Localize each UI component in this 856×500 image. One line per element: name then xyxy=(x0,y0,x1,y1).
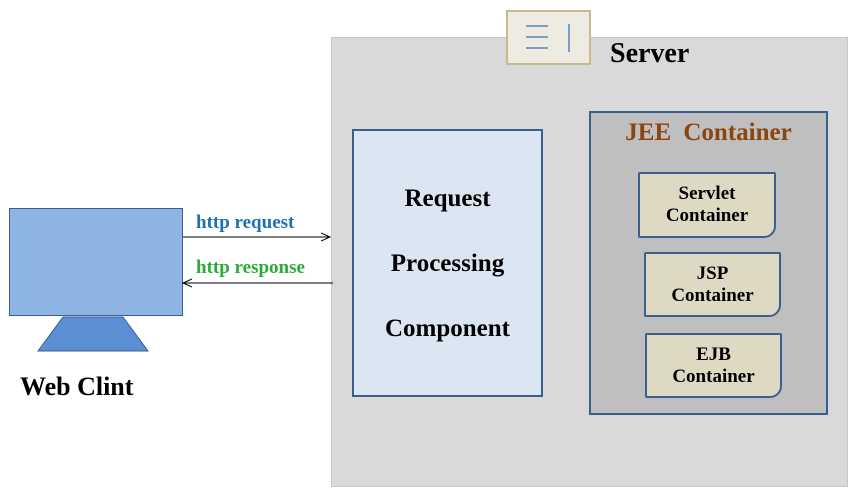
rpc-label-line2: Processing xyxy=(390,250,505,277)
web-client-label: Web Clint xyxy=(20,372,134,401)
rpc-label-line3: Component xyxy=(384,315,510,342)
ejb-container: EJB Container xyxy=(645,333,782,398)
server-title: Server xyxy=(610,38,690,69)
servlet-container-line2: Container xyxy=(665,205,749,226)
ejb-container-line2: Container xyxy=(672,365,755,387)
jee-container-title: JEE Container xyxy=(625,119,792,146)
jsp-container: JSP Container xyxy=(644,252,781,317)
server-rack-icon-graphic xyxy=(526,24,570,52)
request-processing-component: Request Processing Component xyxy=(352,129,543,397)
monitor-stand-icon xyxy=(37,316,149,352)
servlet-container-line1: Servlet xyxy=(678,183,736,204)
monitor-icon xyxy=(9,208,183,316)
jsp-container-line1: JSP xyxy=(696,262,729,284)
servlet-container: Servlet Container xyxy=(638,172,776,238)
http-request-label: http request xyxy=(196,212,295,233)
ejb-container-line1: EJB xyxy=(696,343,731,365)
jsp-container-line2: Container xyxy=(671,284,754,306)
http-response-label: http response xyxy=(196,257,305,278)
rpc-label-line1: Request xyxy=(404,185,491,212)
server-rack-icon xyxy=(506,10,591,65)
